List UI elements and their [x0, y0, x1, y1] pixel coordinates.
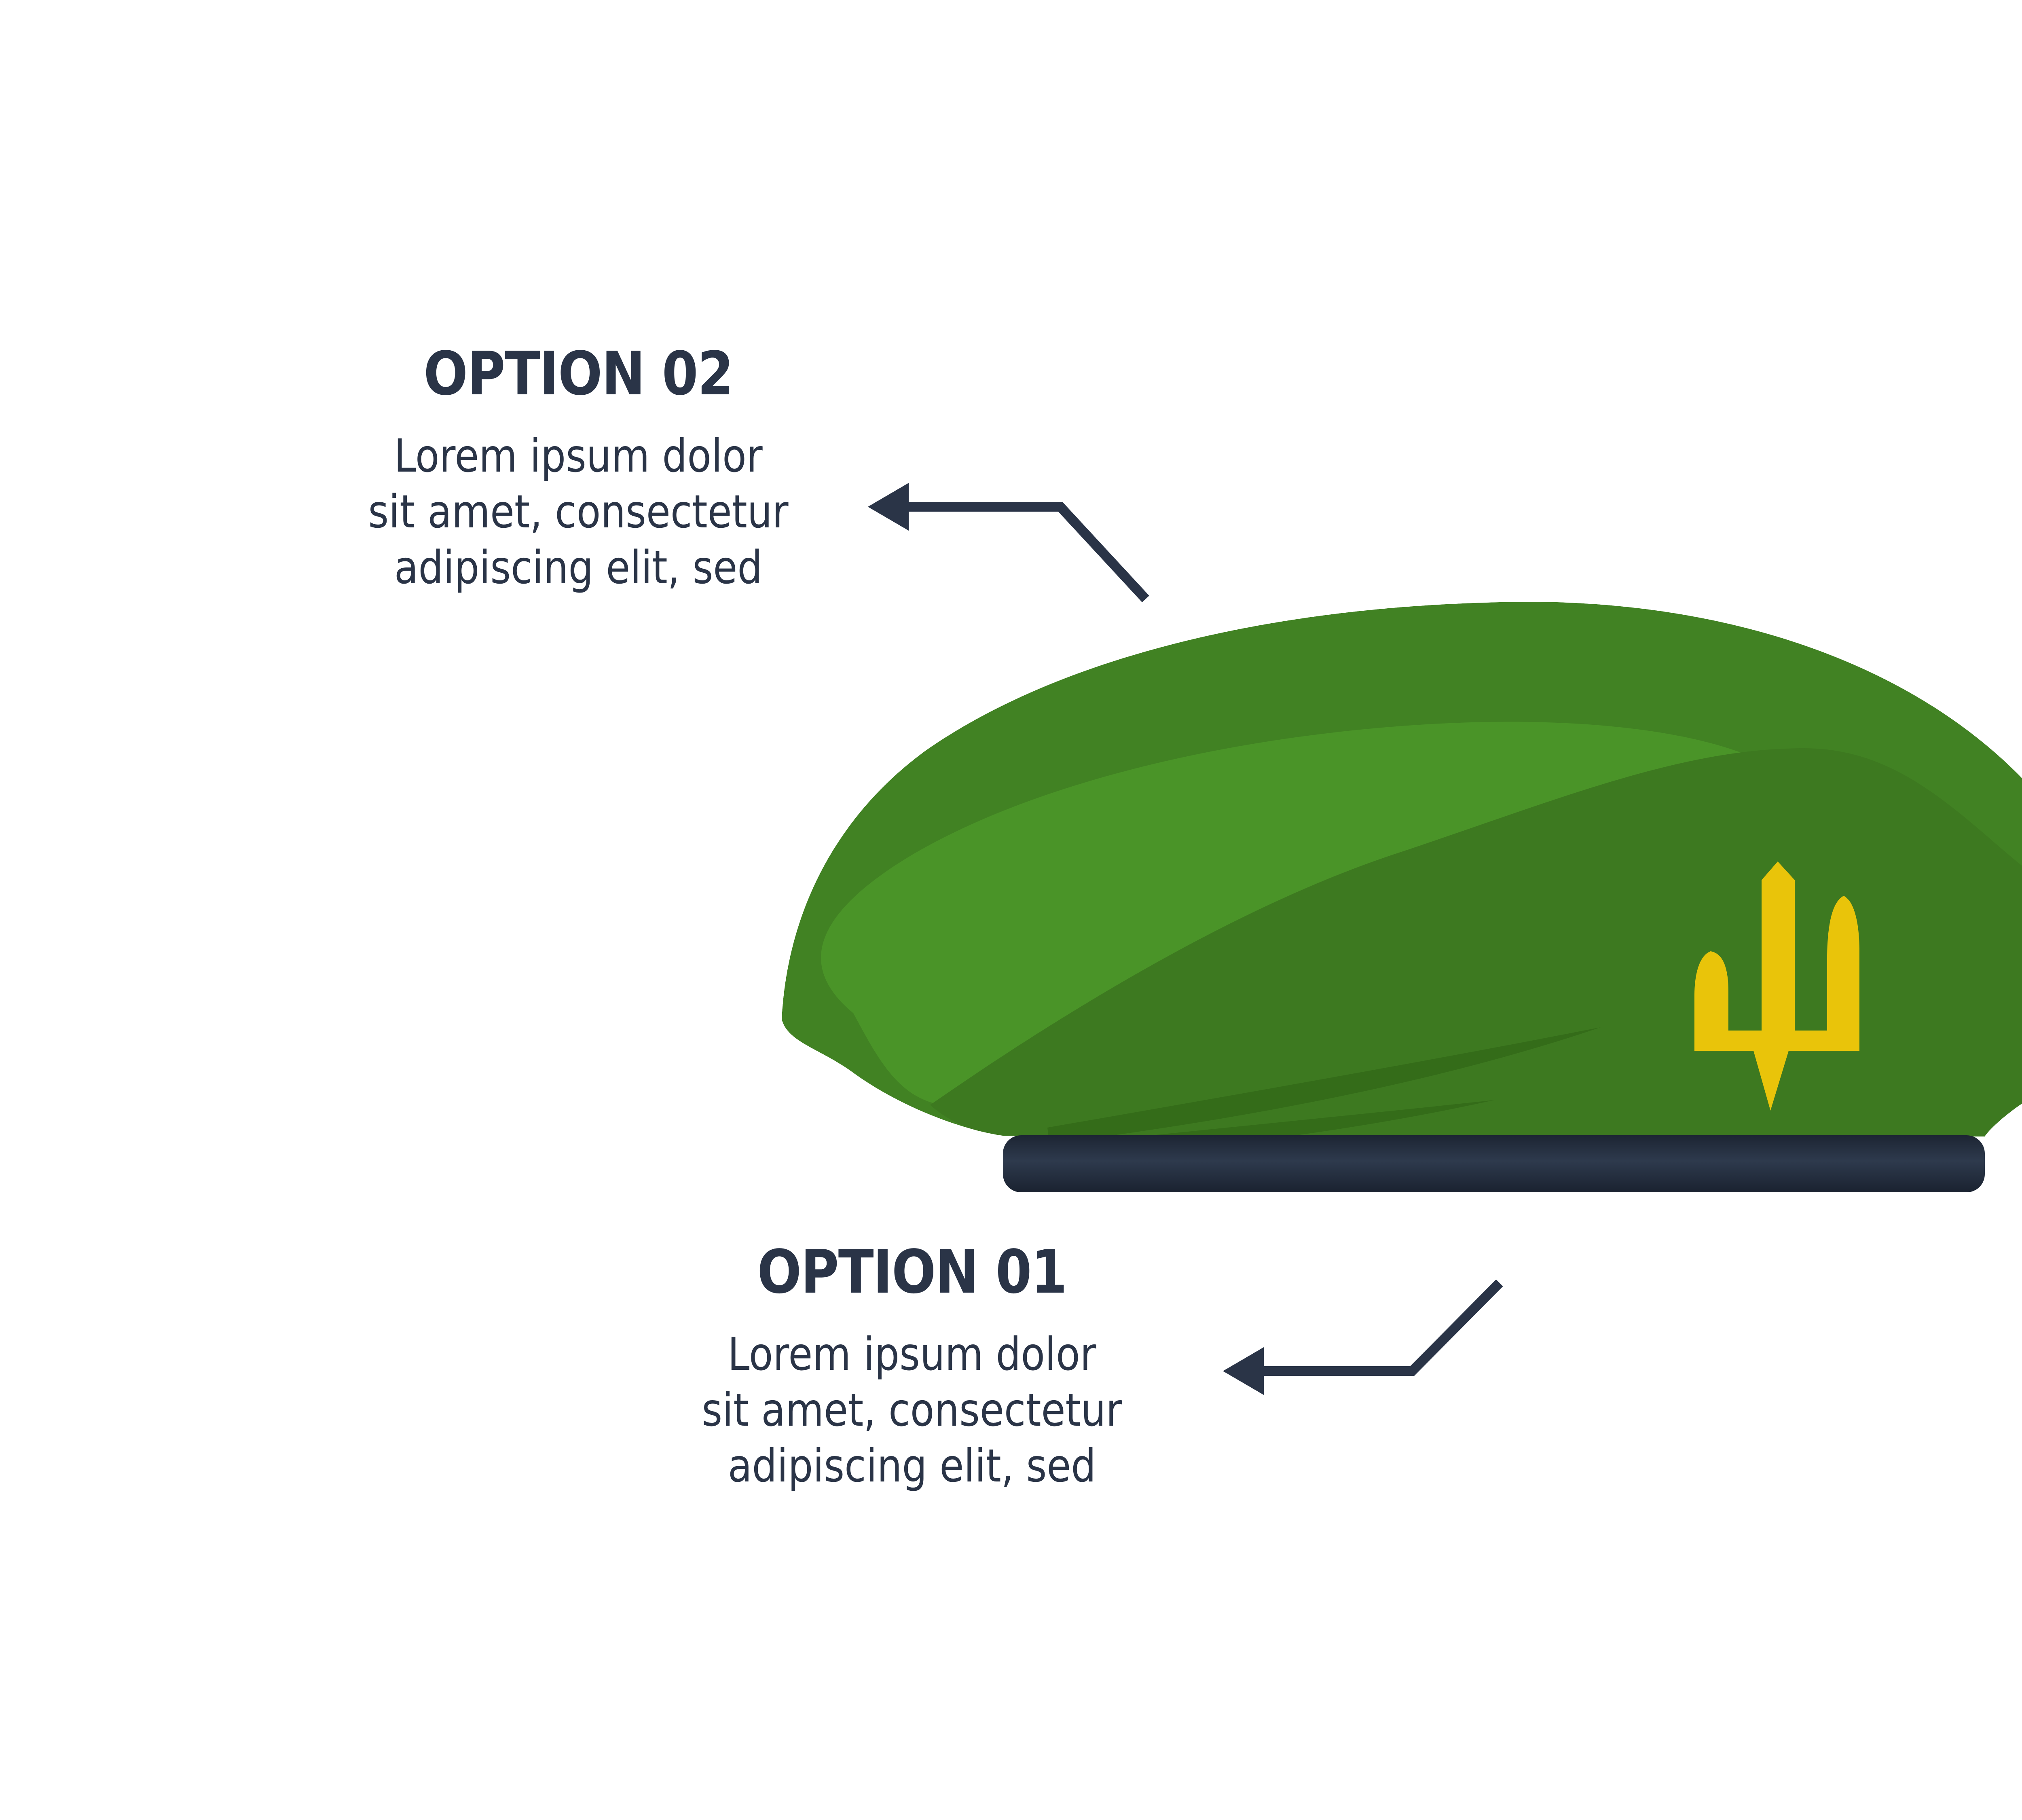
beret-band: [1003, 1135, 1985, 1192]
option-02-label: OPTION 02: [423, 339, 734, 408]
arrow-connector-01: [1223, 1279, 1503, 1395]
trident-icon: [1694, 861, 1859, 1111]
beret-crease-lower: [1015, 1100, 1494, 1136]
beret-illustration: [782, 602, 2022, 1192]
arrow-connector-02: [868, 483, 1149, 603]
arrowhead-left-icon: [1223, 1347, 1264, 1395]
arrowhead-left-icon: [868, 483, 909, 531]
option-01-description: Lorem ipsum dolor sit amet, consectetur …: [702, 1328, 1122, 1493]
option-block-01: OPTION 01 Lorem ipsum dolor sit amet, co…: [630, 1238, 1193, 1494]
option-block-02: OPTION 02 Lorem ipsum dolor sit amet, co…: [297, 339, 860, 596]
option-01-label: OPTION 01: [757, 1237, 1067, 1307]
option-02-description: Lorem ipsum dolor sit amet, consectetur …: [368, 430, 789, 595]
beret-crease-upper: [1047, 1027, 1601, 1136]
